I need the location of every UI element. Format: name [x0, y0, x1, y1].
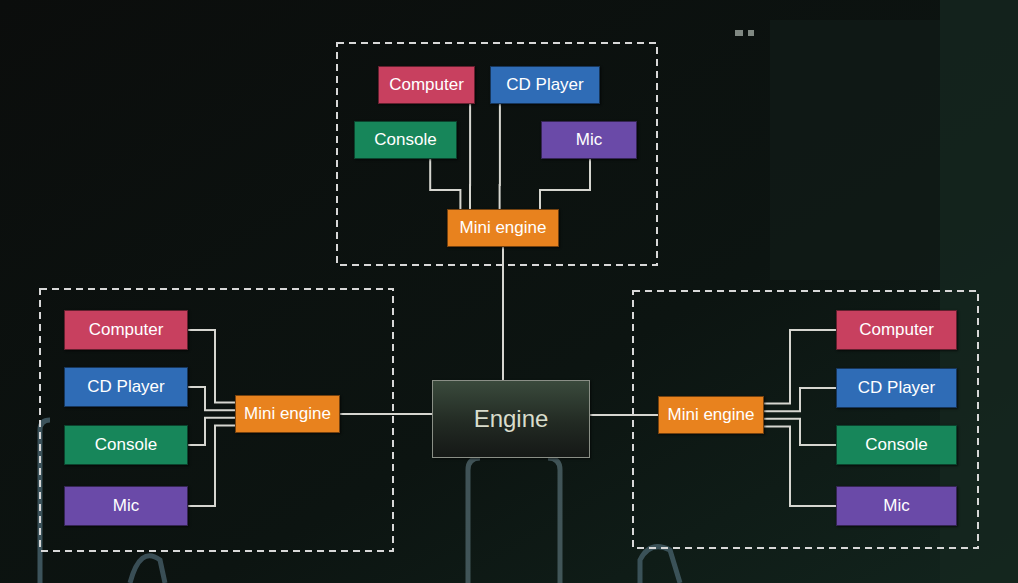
box-label: Mic — [883, 496, 909, 516]
background-rail — [548, 458, 560, 583]
console-box: Console — [354, 121, 457, 159]
connector-line — [499, 104, 500, 209]
computer-box: Computer — [378, 66, 475, 104]
connector-line — [590, 415, 658, 416]
engine-box: Engine — [432, 380, 590, 458]
mic-box: Mic — [541, 121, 637, 159]
box-label: Mini engine — [244, 404, 331, 424]
background-rail — [468, 458, 480, 583]
box-label: Mini engine — [460, 218, 547, 238]
group-outline — [337, 43, 657, 265]
background-rail — [130, 556, 165, 583]
connector-path — [188, 330, 235, 403]
box-label: Console — [374, 130, 436, 150]
group-outline — [40, 289, 393, 551]
box-label: CD Player — [87, 377, 164, 397]
console-box: Console — [64, 425, 188, 465]
connector-path — [188, 387, 235, 410]
box-label: Mic — [113, 496, 139, 516]
cd-player-box: CD Player — [490, 66, 600, 104]
connector-path — [188, 425, 235, 506]
mini-engine-box: Mini engine — [658, 396, 764, 434]
connector-line — [764, 388, 836, 411]
connector-line — [188, 418, 235, 445]
box-label: Console — [95, 435, 157, 455]
mini-engine-box: Mini engine — [447, 209, 559, 247]
connector-path — [430, 159, 460, 209]
connector-path — [764, 419, 836, 445]
connector-line — [188, 330, 235, 403]
mic-box: Mic — [64, 486, 188, 526]
box-label: Console — [865, 435, 927, 455]
connector-line — [503, 247, 504, 380]
connector-line — [340, 414, 432, 415]
connector-path — [188, 418, 235, 445]
connector-line — [430, 159, 460, 209]
connector-path — [340, 413, 432, 415]
connector-path — [540, 159, 590, 209]
connector-path — [502, 247, 504, 380]
cd-player-box: CD Player — [836, 368, 957, 408]
connector-line — [188, 387, 235, 410]
box-label: Computer — [89, 320, 164, 340]
connector-path — [469, 104, 471, 209]
connector-path — [590, 414, 658, 416]
box-label: Computer — [859, 320, 934, 340]
box-label: CD Player — [506, 75, 583, 95]
connector-line — [540, 159, 590, 209]
box-label: Computer — [389, 75, 464, 95]
background-light — [748, 30, 754, 36]
background-rail — [40, 420, 50, 583]
console-box: Console — [836, 425, 957, 465]
background-light — [735, 30, 743, 36]
connector-line — [188, 425, 235, 506]
connector-line — [764, 426, 836, 506]
group-outline — [633, 291, 978, 548]
connector-line — [764, 419, 836, 445]
mic-box: Mic — [836, 486, 957, 526]
cd-player-box: CD Player — [64, 367, 188, 407]
connector-path — [499, 104, 501, 209]
box-label: Mini engine — [668, 405, 755, 425]
computer-box: Computer — [64, 310, 188, 350]
background-shape — [770, 20, 940, 280]
connector-line — [470, 104, 471, 209]
mini-engine-box: Mini engine — [235, 395, 340, 433]
box-label: CD Player — [858, 378, 935, 398]
connector-path — [764, 426, 836, 506]
box-label: Mic — [576, 130, 602, 150]
connector-path — [764, 388, 836, 411]
box-label: Engine — [474, 405, 549, 433]
background-rail — [640, 547, 680, 583]
computer-box: Computer — [836, 310, 957, 350]
